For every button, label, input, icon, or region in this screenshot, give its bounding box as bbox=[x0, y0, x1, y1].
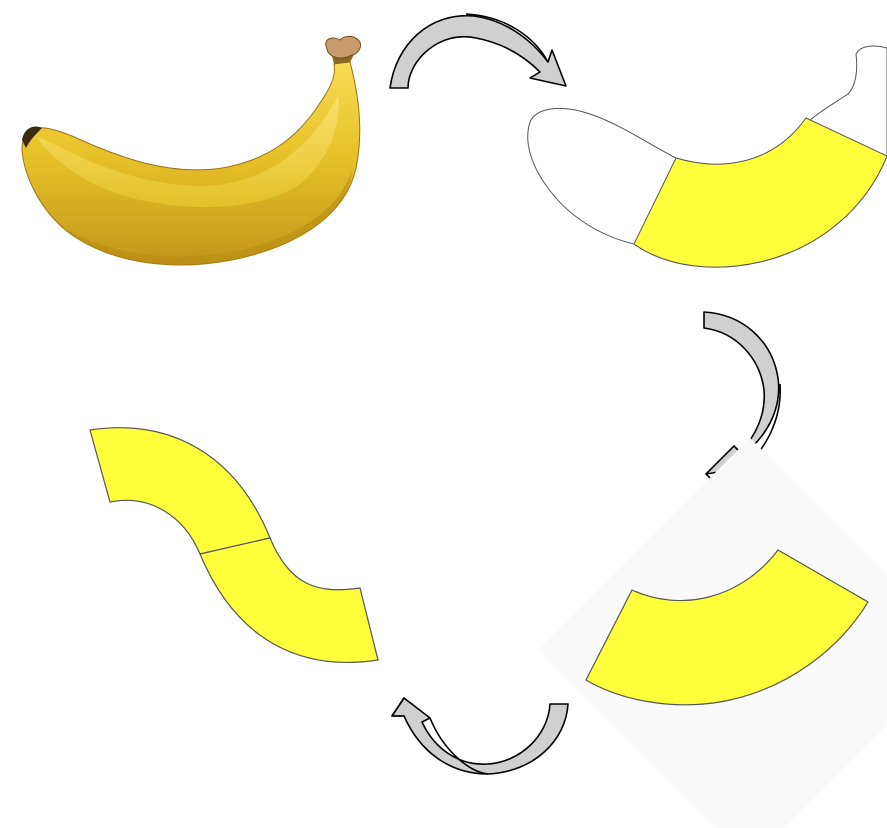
curved-arrow-right-icon bbox=[390, 14, 566, 88]
two-segments-joined bbox=[90, 428, 378, 663]
isolated-segment bbox=[538, 438, 887, 828]
banana-photo bbox=[22, 36, 361, 265]
banana-outline-with-segment bbox=[528, 46, 887, 267]
upper-segment bbox=[90, 428, 270, 554]
lower-segment bbox=[200, 538, 378, 662]
banana-segment bbox=[634, 118, 887, 267]
curved-arrow-left-icon bbox=[392, 698, 568, 774]
banana-stem-end bbox=[326, 36, 361, 58]
